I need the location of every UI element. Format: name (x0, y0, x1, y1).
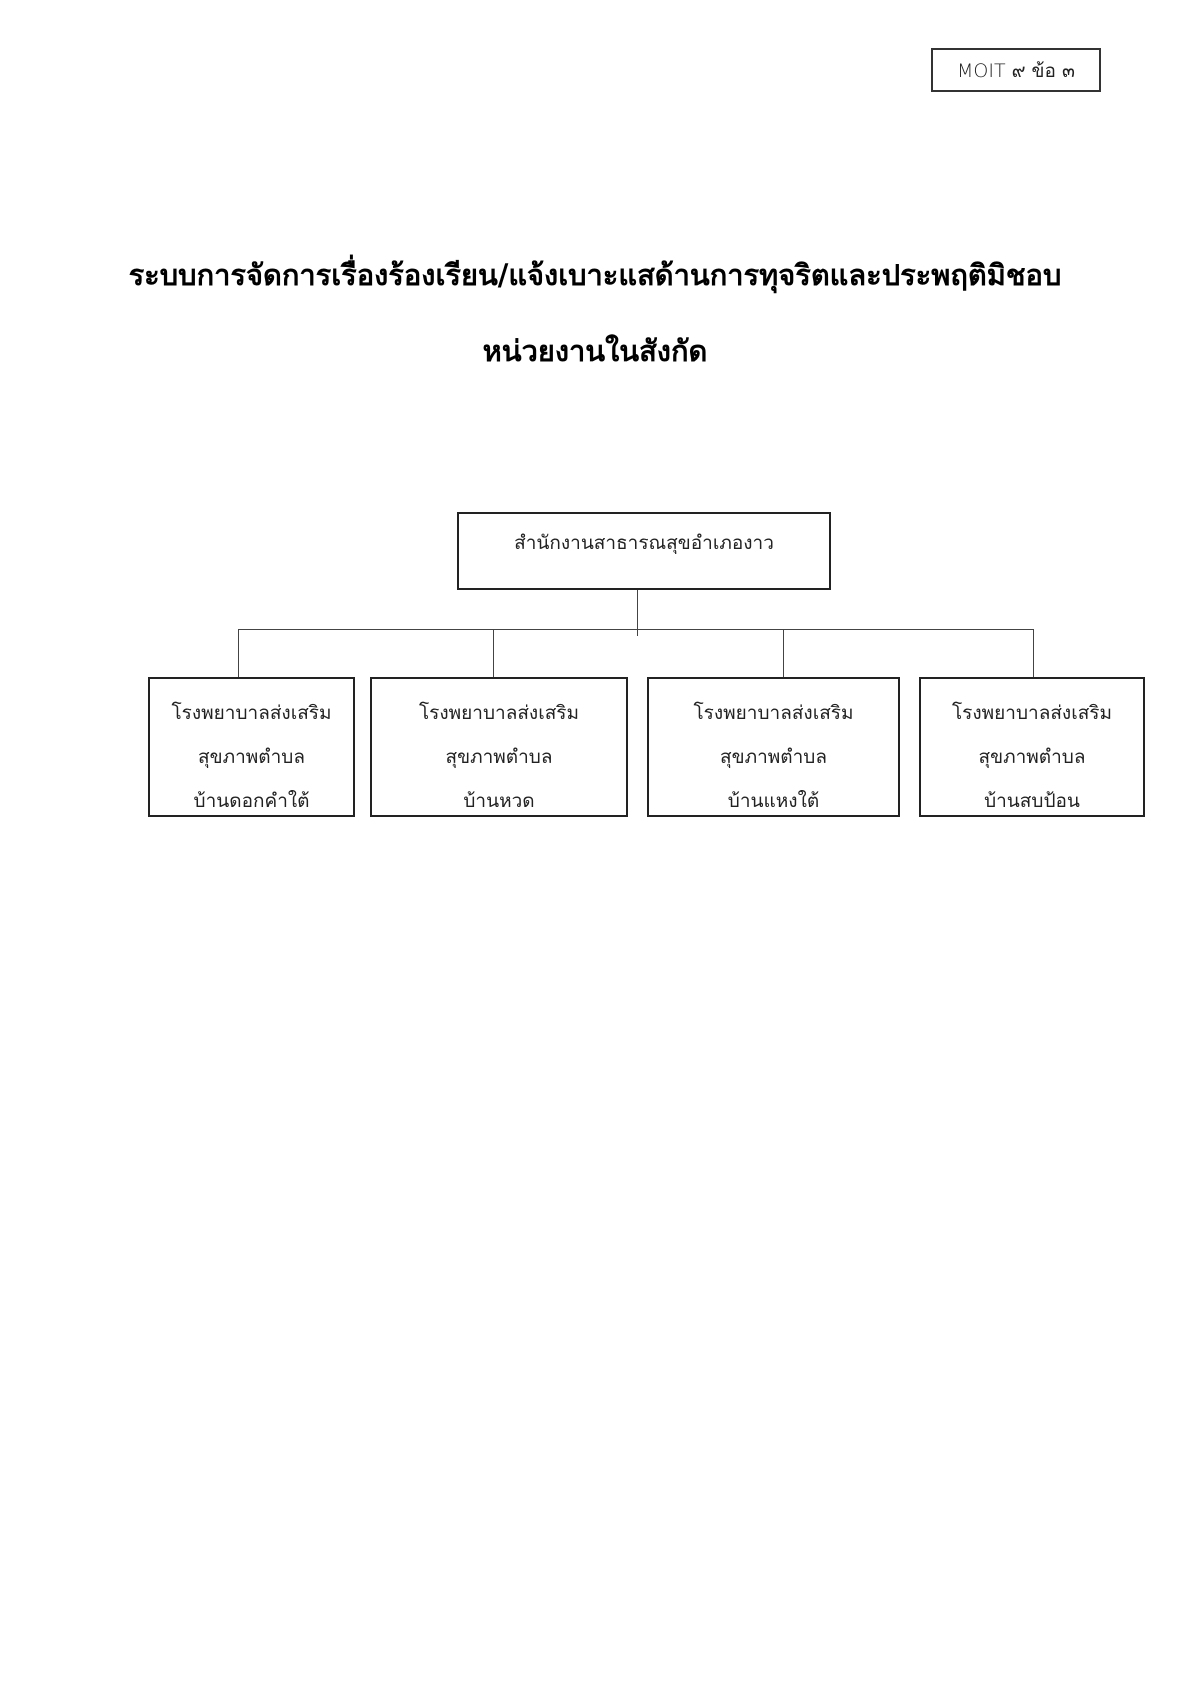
horizontal-connector-line (238, 629, 1034, 630)
reference-label-box: MOIT ๙ ข้อ ๓ (931, 48, 1101, 92)
child-connector-line-2 (493, 629, 494, 677)
org-child-line1: โรงพยาบาลส่งเสริม (693, 702, 854, 724)
org-child-line3: บ้านดอกคำใต้ (193, 790, 310, 812)
org-child-line3: บ้านแหงใต้ (727, 790, 820, 812)
document-title-line2: หน่วยงานในสังกัด (482, 334, 708, 368)
org-child-box: โรงพยาบาลส่งเสริม สุขภาพตำบล บ้านแหงใต้ (647, 677, 900, 817)
reference-label: MOIT ๙ ข้อ ๓ (957, 60, 1075, 82)
org-child-line3: บ้านสบป้อน (984, 790, 1080, 812)
org-child-box: โรงพยาบาลส่งเสริม สุขภาพตำบล บ้านดอกคำใต… (148, 677, 355, 817)
org-root-box: สำนักงานสาธารณสุขอำเภองาว (457, 512, 831, 590)
org-child-line1: โรงพยาบาลส่งเสริม (171, 702, 332, 724)
org-root-label: สำนักงานสาธารณสุขอำเภองาว (514, 532, 774, 554)
org-child-line2: สุขภาพตำบล (719, 746, 827, 768)
org-child-line1: โรงพยาบาลส่งเสริม (951, 702, 1113, 724)
org-child-box: โรงพยาบาลส่งเสริม สุขภาพตำบล บ้านหวด (370, 677, 628, 817)
root-connector-line (637, 590, 638, 636)
org-child-box: โรงพยาบาลส่งเสริม สุขภาพตำบล บ้านสบป้อน (919, 677, 1145, 817)
child-connector-line-4 (1033, 629, 1034, 677)
org-child-line2: สุขภาพตำบล (197, 746, 305, 768)
org-child-line2: สุขภาพตำบล (978, 746, 1086, 768)
document-title-line1: ระบบการจัดการเรื่องร้องเรียน/แจ้งเบาะแสด… (128, 258, 1062, 292)
child-connector-line-1 (238, 629, 239, 677)
org-child-line1: โรงพยาบาลส่งเสริม (418, 702, 580, 724)
org-child-line2: สุขภาพตำบล (445, 746, 553, 768)
org-child-line3: บ้านหวด (463, 790, 535, 812)
child-connector-line-3 (783, 629, 784, 677)
